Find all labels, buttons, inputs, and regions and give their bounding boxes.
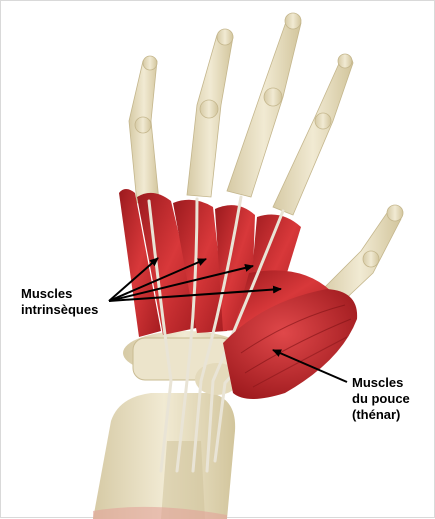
- label-line: (thénar): [352, 407, 400, 422]
- thenar-muscles-label: Muscles du pouce (thénar): [352, 375, 410, 423]
- label-line: Muscles: [352, 375, 403, 390]
- label-line: du pouce: [352, 391, 410, 406]
- label-line: Muscles: [21, 286, 72, 301]
- intrinsic-muscles-label: Muscles intrinsèques: [21, 286, 98, 318]
- label-line: intrinsèques: [21, 302, 98, 317]
